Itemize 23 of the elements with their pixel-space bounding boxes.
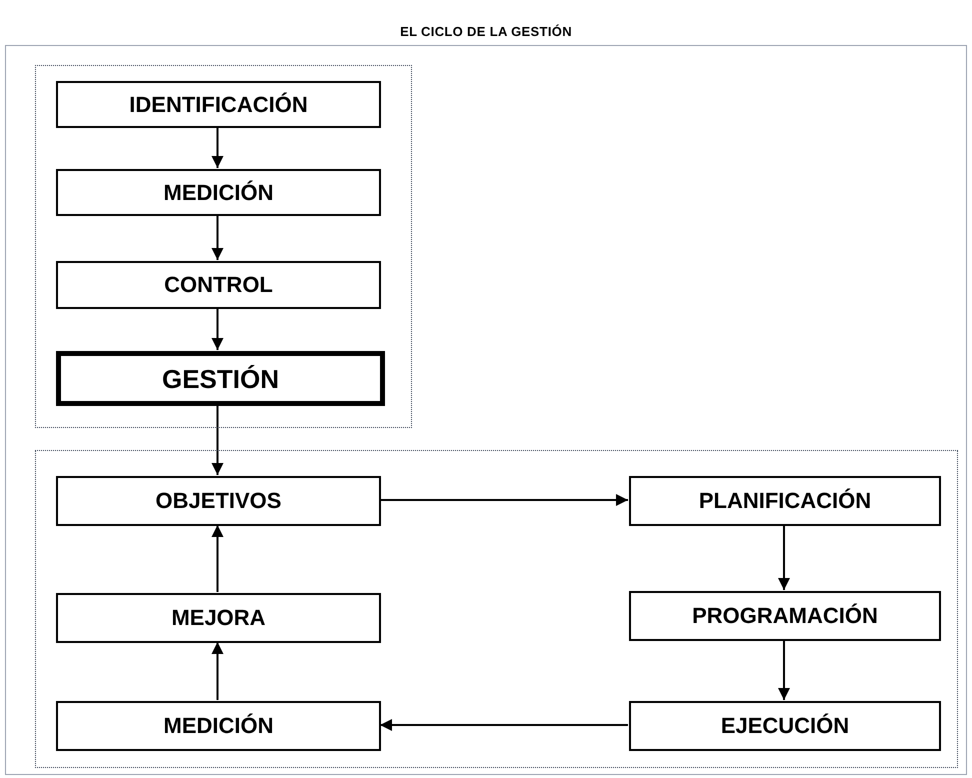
process-box: OBJETIVOS — [56, 476, 381, 526]
process-box: MEJORA — [56, 593, 381, 643]
process-box: PLANIFICACIÓN — [629, 476, 941, 526]
process-box: IDENTIFICACIÓN — [56, 81, 381, 128]
process-box: MEDICIÓN — [56, 701, 381, 751]
arrow — [212, 127, 224, 168]
process-box: MEDICIÓN — [56, 169, 381, 216]
diagram-title: EL CICLO DE LA GESTIÓN — [399, 23, 573, 41]
arrow — [212, 308, 224, 350]
process-box: EJECUCIÓN — [629, 701, 941, 751]
process-box: GESTIÓN — [56, 351, 385, 406]
arrow — [212, 405, 224, 475]
arrow — [212, 642, 224, 700]
arrow — [380, 494, 628, 506]
group-frame — [35, 65, 412, 428]
process-box: PROGRAMACIÓN — [629, 591, 941, 641]
arrow — [778, 640, 790, 700]
group-frame — [35, 450, 958, 768]
arrow — [212, 215, 224, 260]
arrow — [212, 525, 224, 592]
arrow — [778, 525, 790, 590]
process-box: CONTROL — [56, 261, 381, 309]
arrow — [380, 719, 628, 731]
